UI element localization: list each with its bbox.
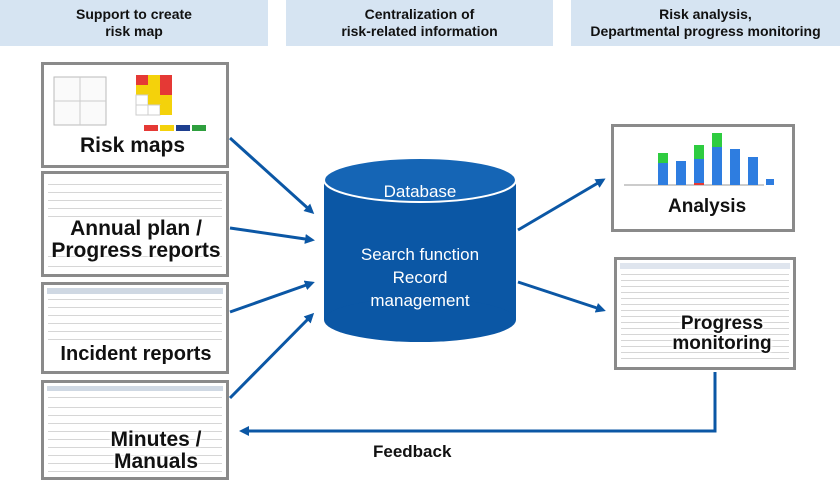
panel-label-minutes-manuals: Minutes / Manuals bbox=[110, 428, 202, 474]
arrow-db-to-analysis bbox=[517, 178, 606, 232]
analysis-chart-thumbnail bbox=[624, 133, 774, 186]
header-risk-map-support: Support to create risk map bbox=[0, 0, 268, 46]
arrow-minutes-to-db bbox=[228, 312, 315, 400]
panel-label-analysis: Analysis bbox=[668, 196, 747, 217]
arrow-incident-to-db bbox=[229, 280, 315, 314]
panel-annual-plan: Annual plan / Progress reports bbox=[41, 171, 229, 277]
panel-label-progress-monitoring: Progress monitoring bbox=[672, 313, 772, 354]
panel-label-risk-maps: Risk maps bbox=[80, 134, 186, 157]
panel-incident-reports: Incident reports bbox=[41, 282, 229, 374]
header-centralization: Centralization of risk-related informati… bbox=[286, 0, 553, 46]
database-title: Database bbox=[383, 182, 457, 201]
panel-progress-monitoring: Progress monitoring bbox=[614, 257, 796, 370]
panel-label-incident-reports: Incident reports bbox=[60, 343, 212, 365]
panel-risk-maps: Risk maps bbox=[41, 62, 229, 168]
panel-label-annual-plan: Annual plan / Progress reports bbox=[51, 217, 221, 263]
risk-map-thumbnail bbox=[53, 75, 206, 131]
arrow-annual-to-db bbox=[229, 226, 315, 244]
panel-minutes-manuals: Minutes / Manuals bbox=[41, 380, 229, 480]
header-risk-analysis: Risk analysis, Departmental progress mon… bbox=[571, 0, 840, 46]
arrow-riskmaps-to-db bbox=[228, 136, 315, 215]
feedback-line bbox=[239, 372, 717, 436]
database-cylinder bbox=[323, 157, 517, 342]
feedback-label: Feedback bbox=[373, 442, 452, 461]
arrow-db-to-progress bbox=[517, 280, 606, 313]
database-functions: Search function Record management bbox=[360, 245, 480, 310]
panel-analysis: Analysis bbox=[611, 124, 795, 232]
